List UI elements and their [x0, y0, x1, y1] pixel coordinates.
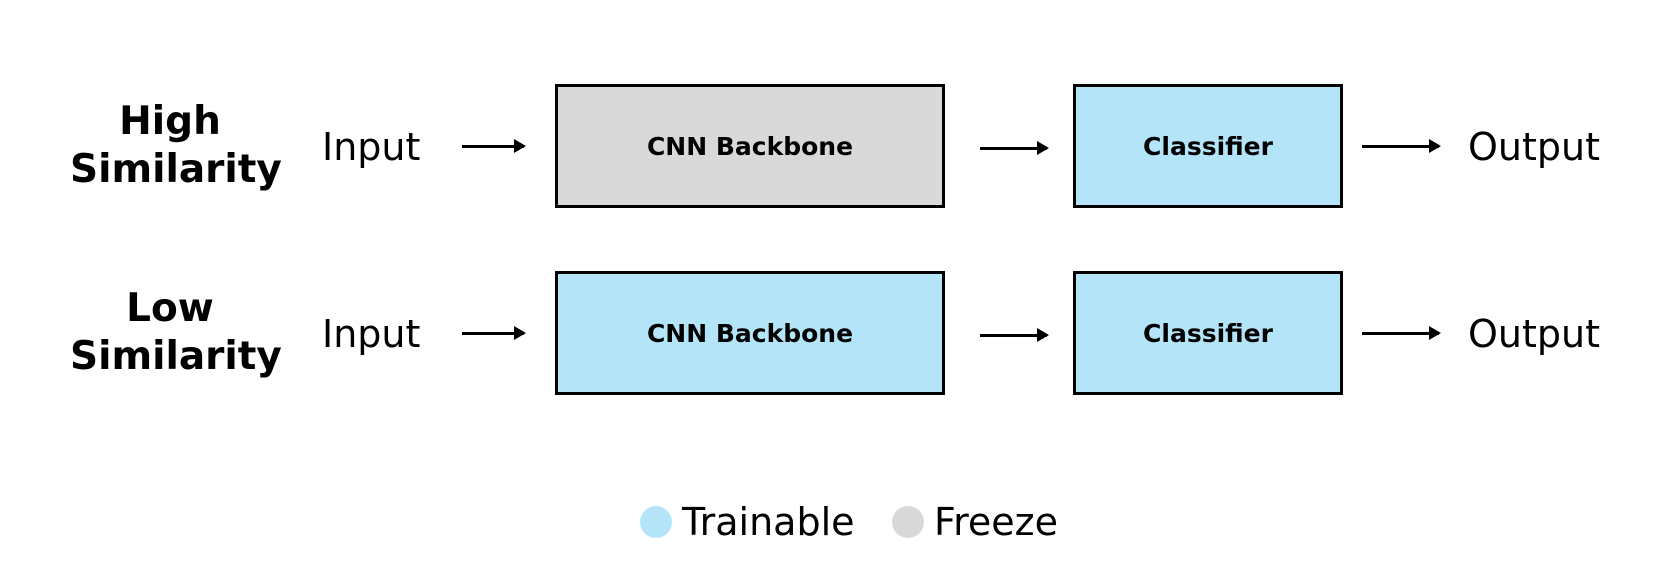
- trainable-swatch-icon: [640, 506, 672, 538]
- cnn-backbone-label: CNN Backbone: [646, 318, 854, 348]
- classifier-label: Classifier: [1143, 131, 1273, 161]
- cnn-backbone-box: CNN Backbone: [555, 84, 945, 208]
- legend-label: Trainable: [682, 500, 855, 544]
- legend-item-freeze: Freeze: [892, 502, 1058, 542]
- arrow-classifier-to-output: [1362, 326, 1441, 340]
- row-label-low-similarity: Low Similarity: [70, 285, 282, 381]
- arrow-input-to-backbone: [462, 139, 526, 153]
- input-label: Input: [322, 312, 421, 356]
- row-label-line2: Similarity: [70, 147, 282, 192]
- row-label-high-similarity: High Similarity: [70, 98, 282, 194]
- freeze-swatch-icon: [892, 506, 924, 538]
- legend-label: Freeze: [934, 500, 1058, 544]
- output-label: Output: [1468, 312, 1600, 356]
- arrow-backbone-to-classifier: [980, 141, 1049, 155]
- cnn-backbone-box: CNN Backbone: [555, 271, 945, 395]
- row-label-line1: Low: [126, 286, 214, 331]
- arrow-input-to-backbone: [462, 326, 526, 340]
- classifier-box: Classifier: [1073, 84, 1343, 208]
- arrow-backbone-to-classifier: [980, 328, 1049, 342]
- legend-item-trainable: Trainable: [640, 502, 855, 542]
- output-label: Output: [1468, 125, 1600, 169]
- row-label-line1: High: [119, 99, 221, 144]
- input-label: Input: [322, 125, 421, 169]
- row-label-line2: Similarity: [70, 334, 282, 379]
- arrow-classifier-to-output: [1362, 139, 1441, 153]
- classifier-label: Classifier: [1143, 318, 1273, 348]
- cnn-backbone-label: CNN Backbone: [646, 131, 854, 161]
- classifier-box: Classifier: [1073, 271, 1343, 395]
